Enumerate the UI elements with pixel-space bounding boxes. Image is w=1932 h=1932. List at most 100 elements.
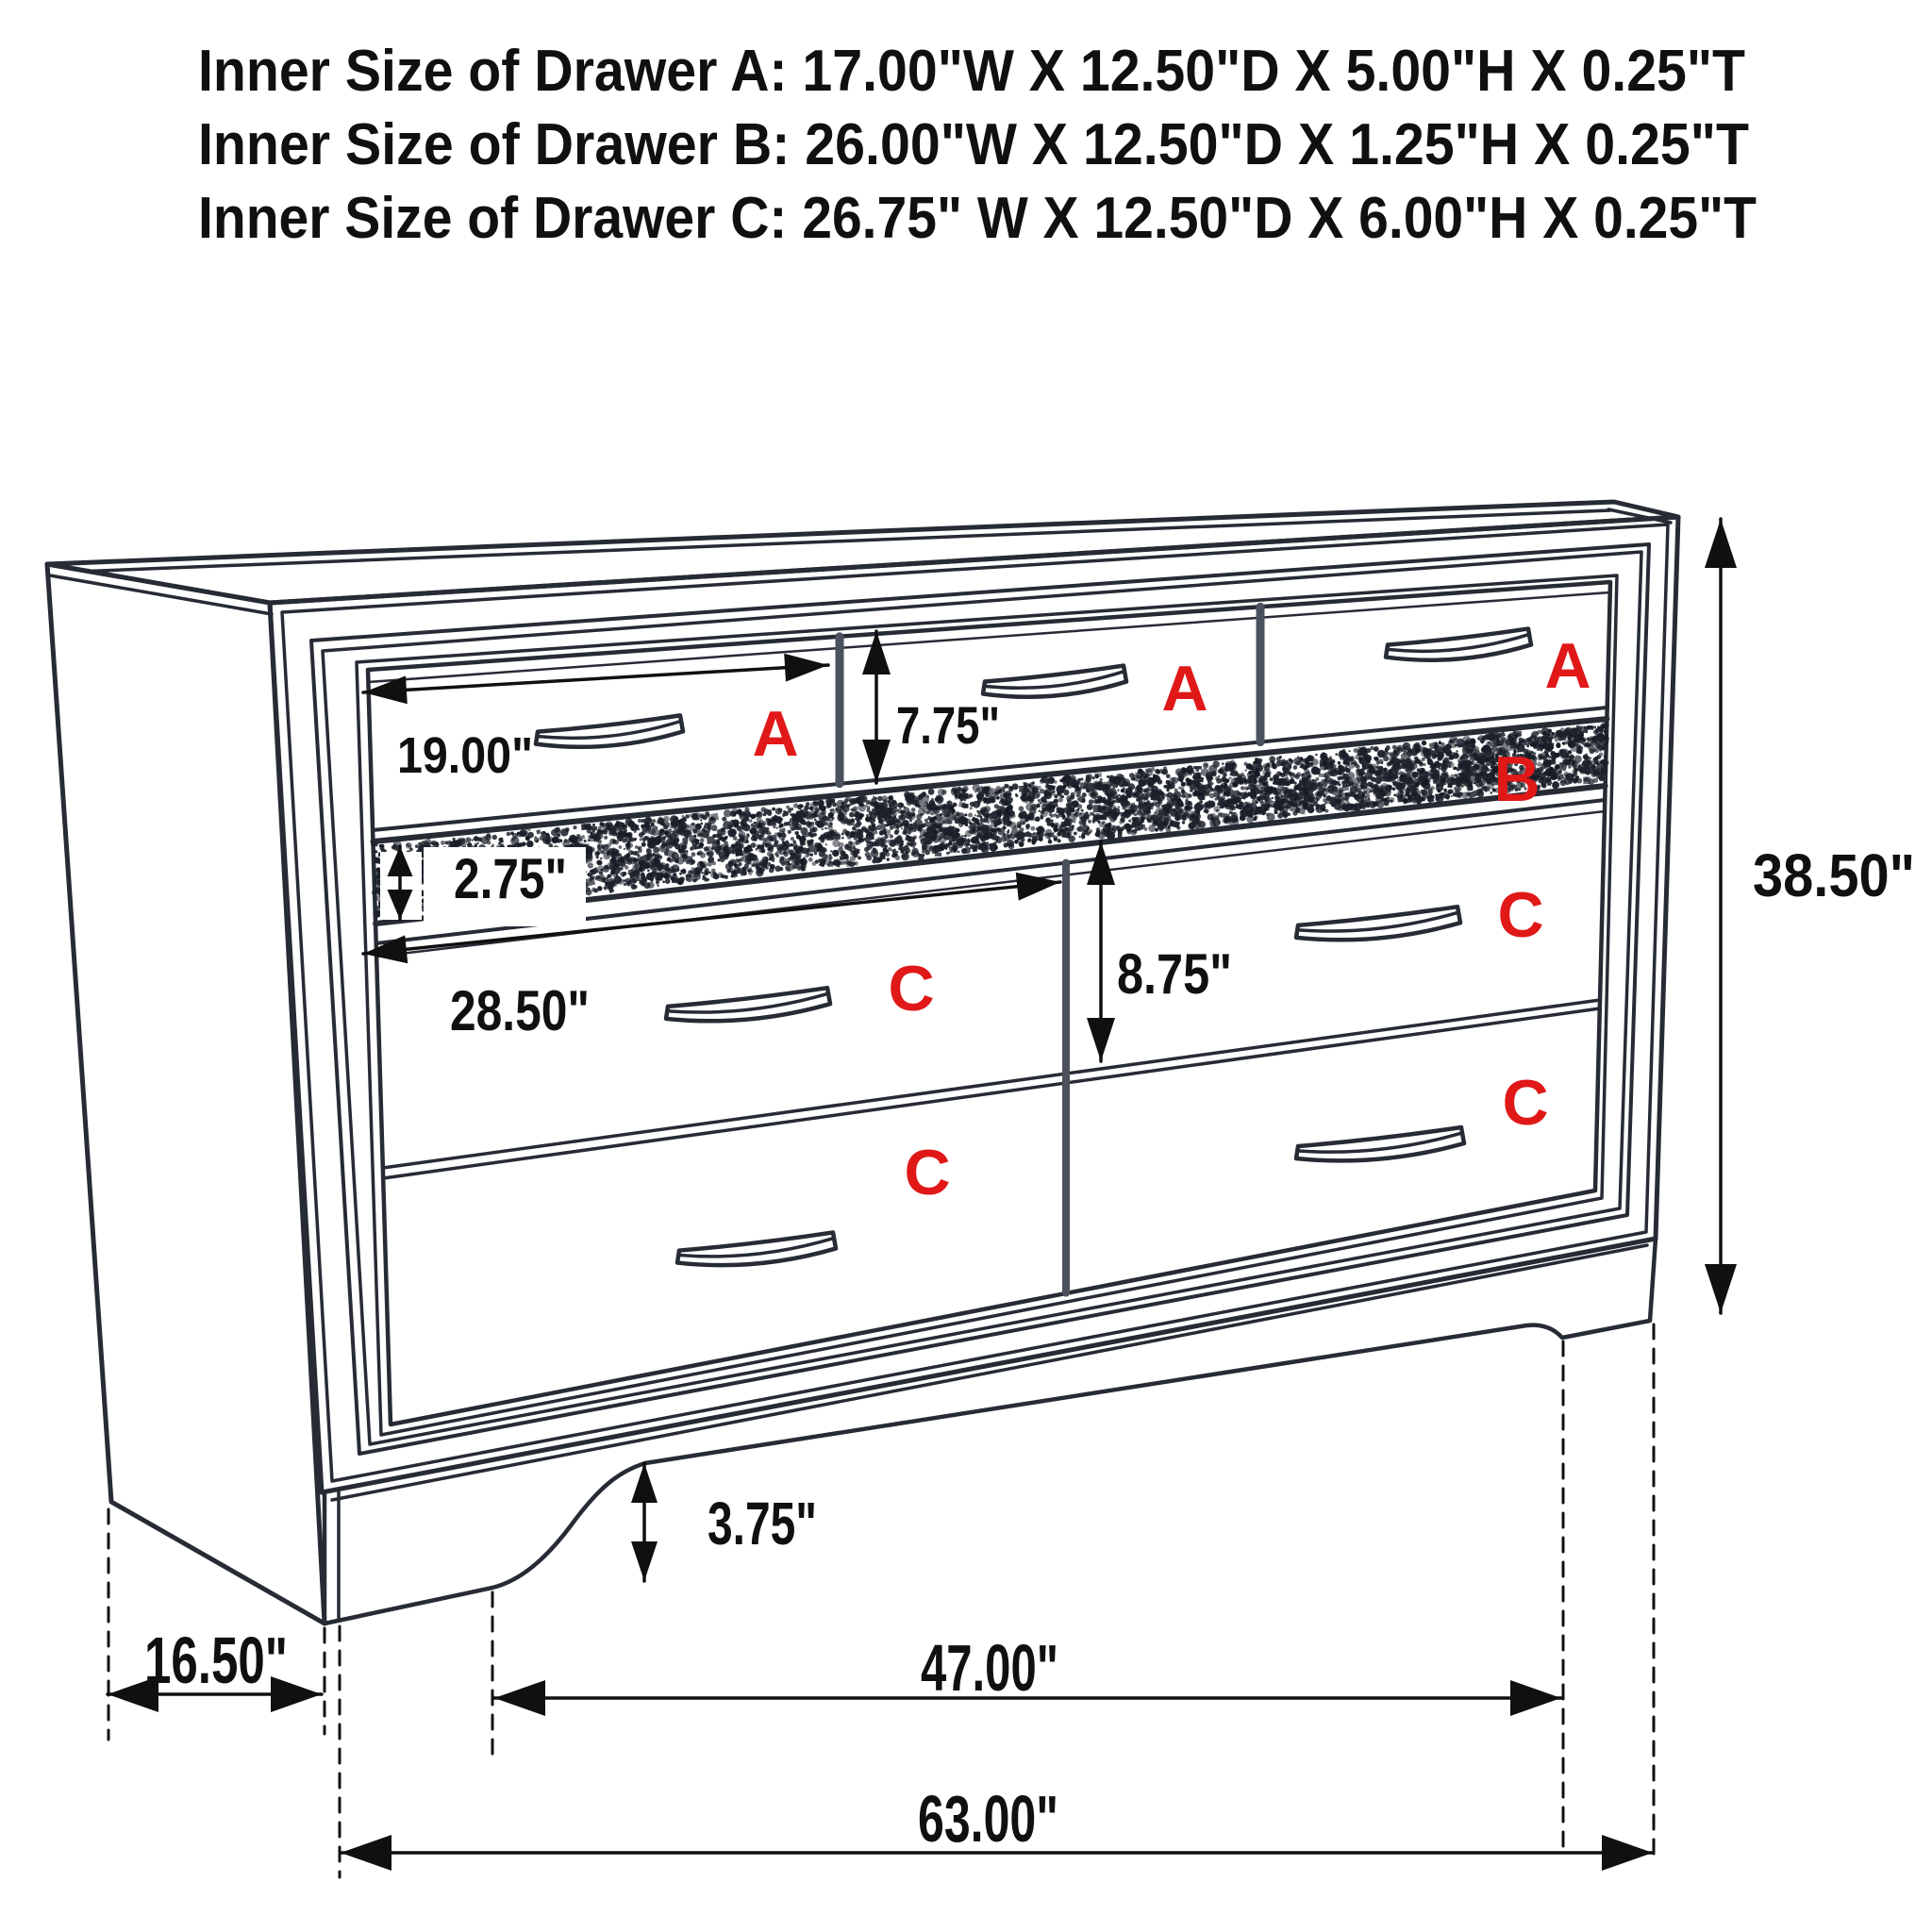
glitter-dot <box>783 852 789 858</box>
glitter-dot <box>1174 788 1178 792</box>
glitter-dot <box>655 878 660 883</box>
glitter-dot <box>1051 804 1057 809</box>
glitter-dot <box>1244 786 1249 791</box>
glitter-dot <box>855 822 861 828</box>
white-mask <box>524 826 531 832</box>
glitter-dot <box>766 851 772 857</box>
glitter-dot <box>865 800 871 806</box>
glitter-dot <box>755 847 758 851</box>
glitter-dot <box>1206 792 1209 796</box>
glitter-dot <box>1259 779 1263 783</box>
glitter-dot <box>960 817 969 825</box>
glitter-dot <box>587 862 593 869</box>
glitter-dot <box>1054 794 1058 799</box>
glitter-dot <box>1167 825 1171 829</box>
glitter-dot <box>760 867 766 872</box>
glitter-dot <box>832 840 841 847</box>
glitter-dot <box>1132 793 1136 797</box>
glitter-dot <box>652 819 657 824</box>
glitter-dot <box>872 848 878 855</box>
glitter-dot <box>1081 798 1085 802</box>
glitter-dot <box>1420 767 1425 774</box>
glitter-dot <box>1468 764 1473 769</box>
glitter-dot <box>624 828 627 833</box>
glitter-dot <box>1585 753 1588 757</box>
glitter-dot <box>792 819 799 825</box>
glitter-dot <box>888 847 892 852</box>
glitter-dot <box>907 834 909 838</box>
glitter-dot <box>1293 781 1297 785</box>
glitter-dot <box>1474 764 1480 770</box>
glitter-dot <box>1338 806 1343 811</box>
glitter-dot <box>772 807 775 811</box>
glitter-dot <box>1589 757 1591 760</box>
glitter-dot <box>1240 786 1243 790</box>
white-mask <box>946 813 958 822</box>
glitter-dot <box>895 836 903 843</box>
glitter-dot <box>824 843 827 846</box>
drawing-stroke <box>370 716 1610 844</box>
glitter-dot <box>954 835 963 843</box>
glitter-dot <box>1212 760 1220 768</box>
glitter-dot <box>1031 787 1035 791</box>
glitter-dot <box>1218 769 1224 774</box>
glitter-dot <box>1583 756 1586 759</box>
glitter-dot <box>1201 792 1205 796</box>
drawing-stroke <box>1607 508 1673 525</box>
glitter-dot <box>1008 792 1011 796</box>
white-mask <box>1327 785 1339 792</box>
glitter-dot <box>746 835 750 839</box>
glitter-dot <box>702 815 708 821</box>
glitter-dot <box>663 815 670 823</box>
glitter-dot <box>875 824 882 831</box>
glitter-dot <box>1003 833 1011 841</box>
glitter-dot <box>1131 820 1139 827</box>
glitter-dot <box>749 829 752 833</box>
glitter-dot <box>1089 811 1093 816</box>
glitter-dot <box>1475 779 1478 782</box>
glitter-dot <box>650 878 654 882</box>
glitter-dot <box>865 804 868 808</box>
glitter-dot <box>908 838 911 842</box>
glitter-dot <box>1091 820 1095 824</box>
glitter-dot <box>1393 753 1398 758</box>
glitter-dot <box>1043 808 1046 811</box>
glitter-dot <box>813 818 817 821</box>
glitter-dot <box>1145 787 1151 792</box>
glitter-dot <box>1263 778 1266 782</box>
glitter-dot <box>1304 758 1310 765</box>
glitter-dot <box>878 817 883 823</box>
glitter-dot <box>1009 834 1016 840</box>
glitter-dot <box>1243 801 1248 807</box>
glitter-dot <box>711 868 716 874</box>
glitter-dot <box>947 819 953 824</box>
glitter-dot <box>1186 778 1192 784</box>
glitter-dot <box>1208 792 1215 799</box>
glitter-dot <box>955 793 959 798</box>
glitter-dot <box>506 831 511 837</box>
glitter-dot <box>1217 774 1221 778</box>
glitter-dot <box>1214 785 1222 791</box>
glitter-dot <box>953 802 956 806</box>
glitter-dot <box>873 824 876 827</box>
glitter-dot <box>645 828 651 834</box>
glitter-dot <box>746 847 750 851</box>
glitter-dot <box>1143 826 1148 831</box>
glitter-dot <box>899 809 905 815</box>
glitter-dot <box>1228 760 1234 767</box>
glitter-dot <box>1368 763 1373 767</box>
glitter-dot <box>1486 768 1491 772</box>
glitter-dot <box>1486 780 1491 785</box>
glitter-dot <box>1058 808 1066 816</box>
glitter-dot <box>707 861 712 867</box>
glitter-dot <box>1253 761 1257 765</box>
glitter-dot <box>478 837 482 841</box>
glitter-dot <box>738 862 742 867</box>
glitter-dot <box>1091 791 1097 798</box>
glitter-dot <box>1247 805 1250 808</box>
glitter-dot <box>866 806 871 809</box>
glitter-dot <box>626 858 633 865</box>
glitter-dot <box>828 854 832 858</box>
glitter-dot <box>1204 763 1208 767</box>
